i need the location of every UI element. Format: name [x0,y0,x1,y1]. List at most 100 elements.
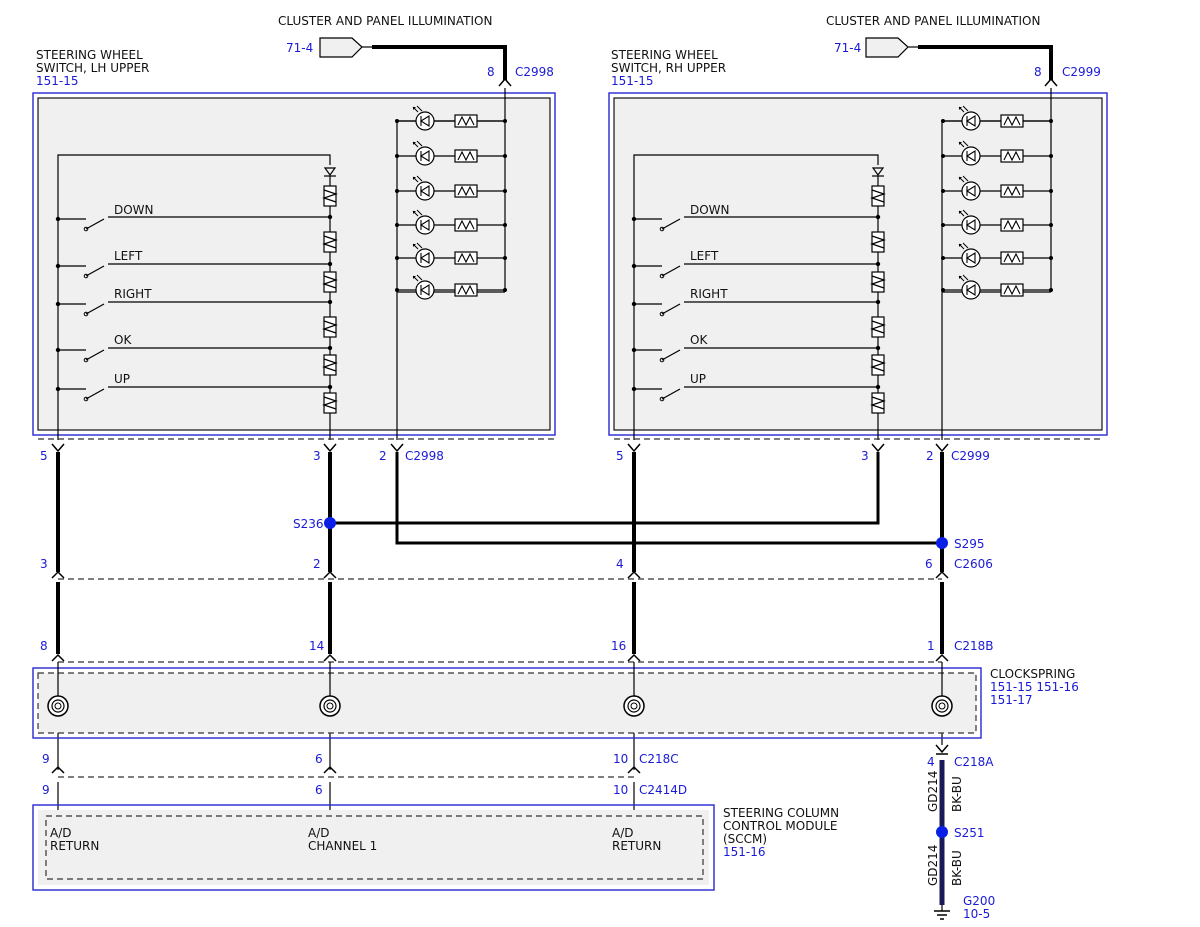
rh-switch-ref[interactable]: 151-15 [611,74,654,88]
lh-led-5 [395,242,507,268]
splice-s236-label: S236 [293,517,324,531]
lh-switch-left[interactable] [55,261,333,279]
c218b-label[interactable]: C218B [954,639,994,653]
rh-led-5 [941,242,1053,268]
rh-top-pin: 8 [1034,65,1042,79]
rh-switch-down[interactable] [631,214,881,232]
rh-pin-2: 2 [926,449,934,463]
left-illumination-wire [372,45,507,80]
lh-diode-icon [323,167,337,177]
lh-switch-up[interactable] [55,384,333,402]
left-page-ref-arrow [319,37,363,58]
lh-switch-right[interactable] [55,299,333,317]
clockspring-body[interactable] [37,672,977,734]
clockspring-coil-icon [319,695,341,717]
rh-led-rows [941,105,1053,300]
c2998-pin-arrows [51,443,404,453]
right-illumination-ref[interactable]: 71-4 [834,41,861,55]
lh-switch-outline [32,92,556,436]
sccm-name-2: CONTROL MODULE [723,819,838,833]
lh-label-up: UP [114,372,130,386]
c2606-pin-2: 2 [313,557,321,571]
c218c-pin-1: 9 [42,752,50,766]
rh-ladder-resistors [870,185,886,414]
rh-label-right: RIGHT [690,287,728,301]
splice-s236[interactable] [324,517,336,529]
led-icon [412,105,435,131]
c2606-pin-3: 4 [616,557,624,571]
led-icon [958,209,981,235]
harness-wires [56,452,944,815]
sccm-name-1: STEERING COLUMN [723,806,839,820]
sccm-pin3-label-2: RETURN [612,839,661,853]
lh-led-3 [395,175,507,201]
clockspring-coil-icon [931,695,953,717]
splice-s295[interactable] [936,537,948,549]
resistor-icon [1000,283,1024,297]
sccm-body[interactable] [38,810,709,885]
c2414d-label[interactable]: C2414D [639,783,687,797]
rh-led-4 [941,209,1053,235]
c218b-pin-3: 16 [611,639,626,653]
splice-s251[interactable] [936,826,948,838]
rh-bottom-connector[interactable]: C2999 [951,449,990,463]
lh-ladder-resistors [322,185,338,414]
rh-pin-3: 3 [861,449,869,463]
led-icon [958,242,981,268]
ground-ref[interactable]: 10-5 [963,907,990,921]
led-icon [412,140,435,166]
gd214-color-lower: BK-BU [950,850,964,886]
rh-label-down: DOWN [690,203,730,217]
rh-switch-up[interactable] [631,384,881,402]
lh-top-connector[interactable]: C2998 [515,65,554,79]
resistor-icon [454,149,478,163]
resistor-icon [454,251,478,265]
c2414d-pin-3: 10 [613,783,628,797]
sccm-ref[interactable]: 151-16 [723,845,766,859]
lh-bottom-connector[interactable]: C2998 [405,449,444,463]
led-icon [412,274,435,300]
lh-top-connector-mark [498,77,512,87]
c218c-pin-2: 6 [315,752,323,766]
rh-diode-icon [871,167,885,177]
rh-switch-right[interactable] [631,299,881,317]
rh-switch-left[interactable] [631,261,881,279]
led-icon [412,209,435,235]
rh-top-connector[interactable]: C2999 [1062,65,1101,79]
lh-label-left: LEFT [114,249,143,263]
rh-led-6 [941,274,1053,300]
c218a-label[interactable]: C218A [954,755,994,769]
lh-switch-name-2: SWITCH, LH UPPER [36,61,149,75]
lh-switch-ok[interactable] [55,345,333,363]
clockspring-refs-1[interactable]: 151-15 151-16 [990,680,1079,694]
c218c-pin-arrows [51,765,641,774]
resistor-icon [1000,218,1024,232]
c2606-label[interactable]: C2606 [954,557,993,571]
rh-pin-5: 5 [616,449,624,463]
lh-label-right: RIGHT [114,287,152,301]
rh-switch-ok[interactable] [631,345,881,363]
c218c-label[interactable]: C218C [639,752,679,766]
ground-symbol-icon [934,905,950,920]
sccm-pin3-label-1: A/D [612,826,634,840]
ground-g200[interactable]: G200 [963,894,995,908]
sccm-pin1-label-2: RETURN [50,839,99,853]
rh-label-left: LEFT [690,249,719,263]
gd214-circuit-upper: GD214 [926,771,940,812]
sccm-pin2-label-2: CHANNEL 1 [308,839,377,853]
resistor-icon [1000,114,1024,128]
resistor-icon [1000,251,1024,265]
rh-label-ok: OK [690,333,708,347]
rh-led-2 [941,140,1053,166]
lh-pin-5: 5 [40,449,48,463]
left-illumination-ref[interactable]: 71-4 [286,41,313,55]
led-icon [412,175,435,201]
clockspring-refs-2[interactable]: 151-17 [990,693,1033,707]
rh-switch-name-1: STEERING WHEEL [611,48,718,62]
led-icon [412,242,435,268]
c218a-pin: 4 [927,755,935,769]
right-page-ref-arrow [865,37,909,58]
lh-switch-down[interactable] [55,214,333,232]
gd214-circuit-lower: GD214 [926,845,940,886]
lh-switch-ref[interactable]: 151-15 [36,74,79,88]
